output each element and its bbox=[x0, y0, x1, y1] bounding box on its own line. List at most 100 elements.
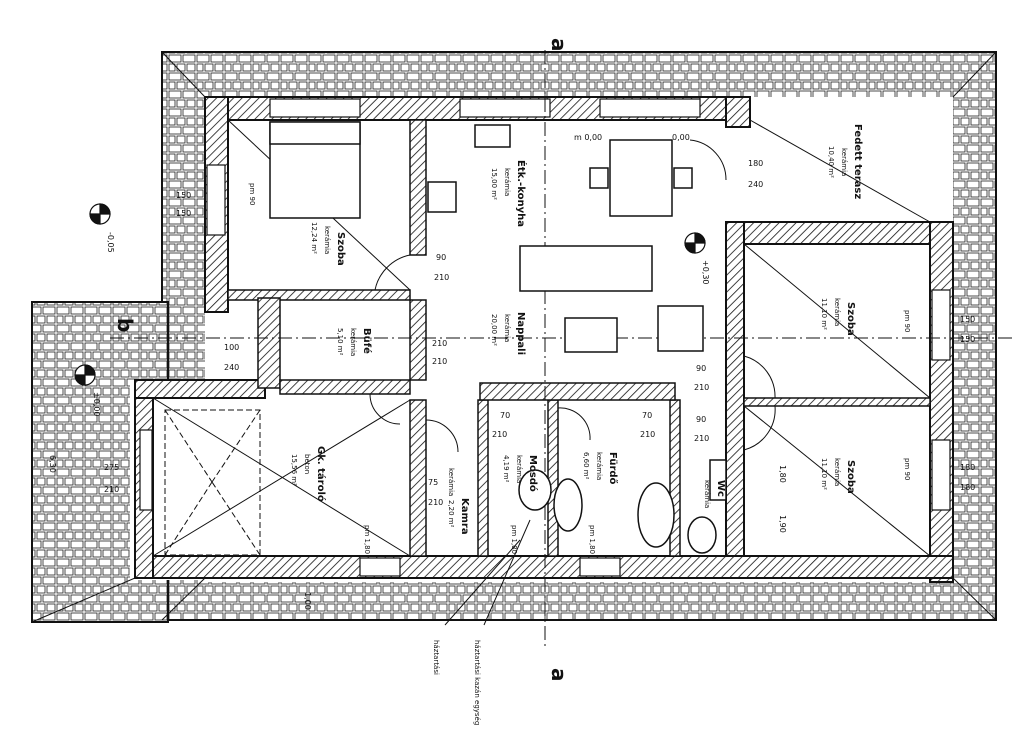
svg-text:kerámia: kerámia bbox=[595, 452, 603, 480]
room-label-living: Nappali kerámia 20,00 m² bbox=[490, 312, 526, 355]
svg-text:pm 90: pm 90 bbox=[248, 183, 256, 205]
svg-text:5,10 m²: 5,10 m² bbox=[336, 328, 344, 356]
svg-text:240: 240 bbox=[748, 180, 763, 189]
svg-text:90: 90 bbox=[436, 253, 446, 262]
svg-text:kerámia: kerámia bbox=[503, 168, 511, 196]
svg-text:1,80: 1,80 bbox=[778, 465, 787, 483]
svg-text:100: 100 bbox=[224, 343, 239, 352]
svg-text:15,56 m²: 15,56 m² bbox=[290, 454, 298, 486]
section-lines bbox=[110, 50, 1015, 650]
section-marker-top: a bbox=[547, 38, 571, 52]
window-dimensions: 100 240 180 240 150 150 150 150 275 210 … bbox=[104, 159, 975, 494]
svg-text:70: 70 bbox=[500, 411, 510, 420]
svg-text:kerámia: kerámia bbox=[503, 314, 511, 342]
svg-text:kerámia: kerámia bbox=[447, 468, 455, 496]
svg-text:11,10 m²: 11,10 m² bbox=[820, 298, 828, 330]
svg-text:pm 90: pm 90 bbox=[903, 458, 911, 480]
svg-text:210: 210 bbox=[694, 434, 709, 443]
svg-text:Kamra: Kamra bbox=[459, 498, 470, 535]
svg-text:150: 150 bbox=[176, 191, 191, 200]
svg-text:Wc: Wc bbox=[715, 480, 726, 497]
svg-text:150: 150 bbox=[960, 335, 975, 344]
room-label-pantry: Büfé kerámia 5,10 m² bbox=[336, 328, 373, 356]
room-label-garage: Gk. tároló beton 15,56 m² pm 1,80 bbox=[290, 446, 371, 554]
svg-text:6,60 m²: 6,60 m² bbox=[582, 452, 590, 480]
svg-text:1,90: 1,90 bbox=[778, 515, 787, 533]
svg-text:kerámia: kerámia bbox=[515, 455, 523, 483]
svg-text:kerámia: kerámia bbox=[833, 458, 841, 486]
svg-text:210: 210 bbox=[640, 430, 655, 439]
room-label-wc: Wc kerámia bbox=[703, 480, 726, 508]
svg-text:kerámia: kerámia bbox=[349, 328, 357, 356]
svg-text:2,20 m²: 2,20 m² bbox=[447, 500, 455, 528]
svg-text:kerámia: kerámia bbox=[840, 148, 848, 176]
svg-text:210: 210 bbox=[104, 485, 119, 494]
level-markers bbox=[74, 203, 706, 386]
section-marker-bottom: a bbox=[547, 668, 571, 682]
svg-text:pm 1,80: pm 1,80 bbox=[363, 525, 371, 554]
svg-text:90: 90 bbox=[696, 364, 706, 373]
windows bbox=[139, 98, 951, 577]
svg-text:Nappali: Nappali bbox=[515, 312, 526, 355]
note-boiler: háztartási kazán egység bbox=[473, 640, 481, 725]
svg-text:240: 240 bbox=[224, 363, 239, 372]
svg-text:Fürdő: Fürdő bbox=[607, 452, 619, 485]
svg-text:180: 180 bbox=[960, 483, 975, 492]
svg-text:180: 180 bbox=[960, 463, 975, 472]
svg-text:210: 210 bbox=[432, 339, 447, 348]
interior-walls bbox=[227, 119, 931, 557]
room-label-kitchen: Étk.-konyha kerámia 15,00 m² bbox=[490, 160, 528, 227]
furniture bbox=[269, 121, 727, 554]
level-center: +0,30 bbox=[701, 260, 710, 285]
door-swings bbox=[369, 139, 776, 453]
svg-text:kerámia: kerámia bbox=[833, 298, 841, 326]
door-dimensions: 90 210 210 210 90 210 90 210 70 210 70 2… bbox=[428, 253, 709, 507]
svg-text:beton: beton bbox=[303, 454, 311, 474]
svg-text:m 0,00: m 0,00 bbox=[574, 133, 602, 142]
svg-text:210: 210 bbox=[428, 498, 443, 507]
leader-lines bbox=[444, 519, 531, 626]
room-label-bedroom-3: Szoba kerámia 11,10 m² pm 90 bbox=[820, 458, 911, 494]
car-outline bbox=[164, 409, 261, 556]
svg-text:10,40 m²: 10,40 m² bbox=[827, 146, 835, 178]
svg-text:275: 275 bbox=[104, 463, 119, 472]
svg-text:210: 210 bbox=[492, 430, 507, 439]
svg-text:210: 210 bbox=[432, 357, 447, 366]
note-household: háztartási bbox=[432, 640, 440, 675]
svg-text:12,24 m²: 12,24 m² bbox=[310, 222, 318, 254]
svg-text:Gk. tároló: Gk. tároló bbox=[315, 446, 327, 502]
svg-text:180: 180 bbox=[748, 159, 763, 168]
level-left: -0,05 bbox=[106, 232, 115, 253]
room-label-terrace: Fedett terasz kerámia 10,40 m² bbox=[827, 124, 863, 199]
svg-text:6,30: 6,30 bbox=[48, 455, 57, 473]
svg-text:11,10 m²: 11,10 m² bbox=[820, 458, 828, 490]
misc-dimensions: m 0,00 0,00 1,90 1,80 6,30 1,00 bbox=[48, 133, 787, 610]
svg-text:Szoba: Szoba bbox=[335, 232, 346, 266]
svg-text:pm 1,80: pm 1,80 bbox=[510, 525, 518, 554]
svg-text:0,00: 0,00 bbox=[672, 133, 690, 142]
svg-text:210: 210 bbox=[434, 273, 449, 282]
svg-text:Mosdó: Mosdó bbox=[527, 455, 539, 492]
svg-text:pm 1,80: pm 1,80 bbox=[588, 525, 596, 554]
svg-text:210: 210 bbox=[694, 383, 709, 392]
svg-text:70: 70 bbox=[642, 411, 652, 420]
svg-text:kerámia: kerámia bbox=[703, 480, 711, 508]
room-label-washroom: Mosdó kerámia 4,19 m² pm 1,80 bbox=[502, 455, 539, 554]
svg-text:pm 90: pm 90 bbox=[903, 310, 911, 332]
svg-text:Étk.-konyha: Étk.-konyha bbox=[515, 160, 528, 227]
svg-text:kerámia: kerámia bbox=[323, 226, 331, 254]
room-label-bedroom-2: Szoba kerámia 11,10 m² pm 90 bbox=[820, 298, 911, 336]
svg-text:20,00 m²: 20,00 m² bbox=[490, 314, 498, 346]
room-label-bedroom-1: Szoba kerámia 12,24 m² pm 90 bbox=[248, 183, 346, 266]
room-label-storage: Kamra kerámia 2,20 m² bbox=[447, 468, 470, 535]
svg-text:Szoba: Szoba bbox=[845, 460, 856, 494]
room-label-bathroom: Fürdő kerámia 6,60 m² pm 1,80 bbox=[582, 452, 619, 554]
svg-text:150: 150 bbox=[960, 315, 975, 324]
svg-text:Büfé: Büfé bbox=[361, 328, 373, 354]
svg-text:Fedett terasz: Fedett terasz bbox=[852, 124, 863, 199]
svg-text:4,19 m²: 4,19 m² bbox=[502, 455, 510, 483]
svg-text:1,00: 1,00 bbox=[303, 592, 312, 610]
svg-text:75: 75 bbox=[428, 478, 438, 487]
level-entry: ±0,00 bbox=[92, 392, 101, 417]
